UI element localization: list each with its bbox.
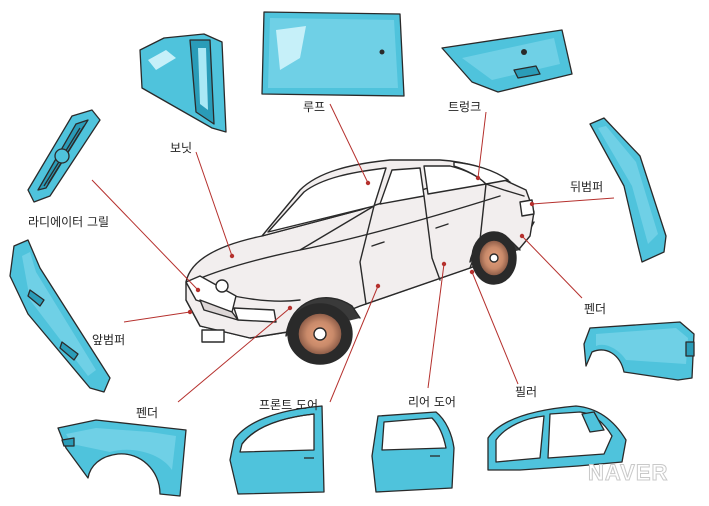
rear-door-part [371, 411, 455, 493]
front-fender-part [57, 419, 187, 497]
roof-part [261, 11, 405, 97]
label-rear-bumper: 뒤범퍼 [570, 180, 604, 194]
radiator-grille-part [27, 109, 101, 203]
label-rear-door: 리어 도어 [408, 395, 456, 409]
rear-bumper-part [589, 117, 667, 263]
label-rear-fender: 펜더 [584, 302, 607, 316]
front-door-part [229, 405, 325, 495]
label-front-bumper: 앞범퍼 [92, 333, 126, 347]
naver-watermark: NAVER [587, 460, 669, 486]
car-illustration [185, 159, 535, 365]
label-front-door: 프론트 도어 [259, 398, 319, 412]
label-bonnet: 보닛 [170, 141, 193, 155]
leader-lines [91, 103, 615, 403]
rear-fender-part [583, 321, 695, 381]
label-pillar: 필러 [515, 385, 538, 399]
trunk-part [441, 29, 573, 93]
front-bumper-part [9, 239, 111, 393]
label-trunk: 트렁크 [448, 100, 482, 114]
label-front-fender: 펜더 [136, 406, 159, 420]
label-radiator-grille: 라디에이터 그릴 [28, 215, 110, 229]
pillar-part [487, 405, 627, 471]
bonnet-part [139, 33, 227, 133]
label-roof: 루프 [303, 100, 326, 114]
